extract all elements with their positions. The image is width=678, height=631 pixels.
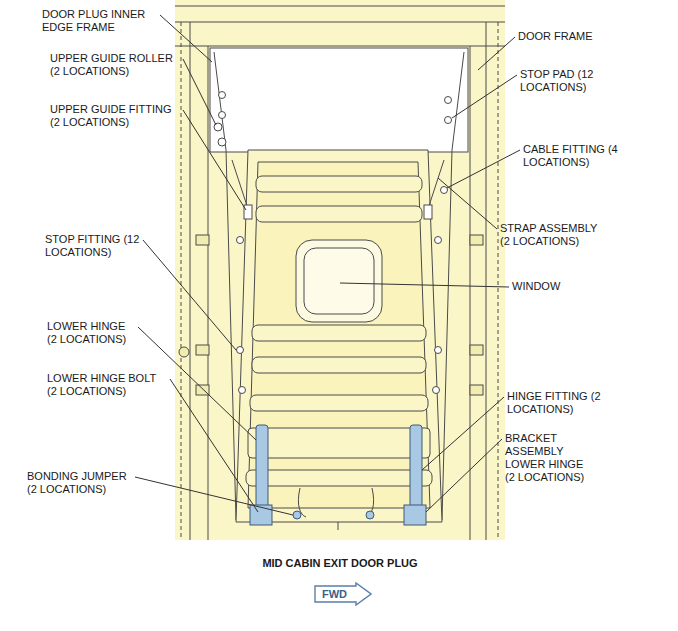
leader-line — [183, 59, 216, 125]
callout-label: DOOR PLUG INNER EDGE FRAME — [42, 8, 157, 34]
callout-label: STOP PAD (12 LOCATIONS) — [520, 68, 660, 94]
door-structure-part — [175, 6, 505, 7]
leader-lines — [135, 15, 520, 515]
fittings-part — [424, 205, 432, 219]
door-structure-part — [190, 22, 191, 540]
leader-line — [478, 37, 515, 70]
door-structure-part — [470, 345, 483, 355]
callout-label: DOOR FRAME — [518, 30, 593, 43]
callout-label: STRAP ASSEMBLY (2 LOCATIONS) — [500, 222, 608, 248]
door-plug-part — [256, 206, 422, 222]
door-structure-part — [470, 385, 483, 395]
door-plug — [236, 150, 442, 530]
fittings-part — [435, 347, 442, 354]
hinge-parts-part — [404, 505, 426, 525]
direction-arrow: FWD — [314, 582, 372, 606]
callout-label: BRACKET ASSEMBLY LOWER HINGE (2 LOCATION… — [505, 432, 595, 483]
fittings-part — [445, 97, 452, 104]
leader-line — [340, 283, 509, 287]
door-structure-part — [486, 22, 487, 540]
door-structure-part — [179, 347, 189, 357]
door-plug-part — [338, 522, 339, 530]
fittings-part — [445, 117, 452, 124]
door-plug-part — [296, 240, 382, 322]
callout-label: BONDING JUMPER (2 LOCATIONS) — [27, 470, 132, 496]
door-structure-part — [175, 46, 505, 47]
direction-text: FWD — [314, 582, 372, 600]
fittings-part — [237, 237, 244, 244]
door-plug-part — [248, 162, 430, 508]
hinge-parts-part — [250, 505, 272, 525]
fittings-part — [219, 112, 226, 119]
callout-label: LOWER HINGE (2 LOCATIONS) — [47, 320, 135, 346]
fittings — [214, 92, 452, 394]
door-structure-part — [208, 46, 209, 540]
fittings-part — [239, 387, 246, 394]
callout-label: HINGE FITTING (2 LOCATIONS) — [507, 390, 602, 416]
door-plug-part — [304, 248, 374, 314]
hinge-parts-part — [293, 511, 301, 519]
fittings-part — [435, 237, 442, 244]
door-structure-part — [470, 46, 471, 540]
callout-label: CABLE FITTING (4 LOCATIONS) — [523, 143, 621, 169]
door-structure-part — [470, 235, 483, 245]
leader-line — [422, 397, 504, 470]
fittings-part — [441, 187, 448, 194]
door-structure-part — [498, 22, 499, 540]
leader-line — [447, 150, 520, 188]
door-plug-part — [252, 325, 426, 341]
fittings-part — [433, 387, 440, 394]
figure-caption: MID CABIN EXIT DOOR PLUG — [262, 557, 417, 569]
door-structure-part — [196, 235, 209, 245]
door-structure-part — [196, 345, 209, 355]
leader-line — [135, 477, 293, 515]
hinge-parts-part — [366, 511, 374, 519]
door-plug-part — [256, 176, 422, 192]
door-structure-part — [181, 22, 182, 540]
hinge-parts — [250, 425, 426, 525]
leader-line — [438, 178, 497, 229]
door-plug-part — [250, 395, 428, 411]
callout-label: WINDOW — [512, 280, 560, 293]
fittings-part — [244, 205, 252, 219]
leader-line — [183, 110, 246, 210]
callout-label: UPPER GUIDE ROLLER (2 LOCATIONS) — [50, 52, 180, 78]
leader-line — [452, 75, 517, 118]
fittings-part — [237, 347, 244, 354]
door-structure — [175, 0, 505, 540]
leader-line — [170, 379, 258, 512]
leader-line — [143, 240, 236, 350]
leader-line — [426, 439, 502, 512]
door-structure-part — [175, 0, 505, 540]
callout-label: STOP FITTING (12 LOCATIONS) — [45, 233, 140, 259]
fittings-part — [219, 92, 226, 99]
door-plug-part — [248, 428, 430, 458]
arrow-shape — [315, 583, 371, 605]
callout-label: UPPER GUIDE FITTING (2 LOCATIONS) — [50, 103, 180, 129]
door-plug-part — [246, 470, 432, 486]
door-plug-part — [236, 150, 442, 522]
door-structure-part — [210, 48, 468, 152]
door-structure-part — [175, 22, 505, 23]
callout-label: LOWER HINGE BOLT (2 LOCATIONS) — [47, 372, 167, 398]
door-plug-part — [252, 357, 426, 373]
fittings-part — [218, 138, 226, 146]
